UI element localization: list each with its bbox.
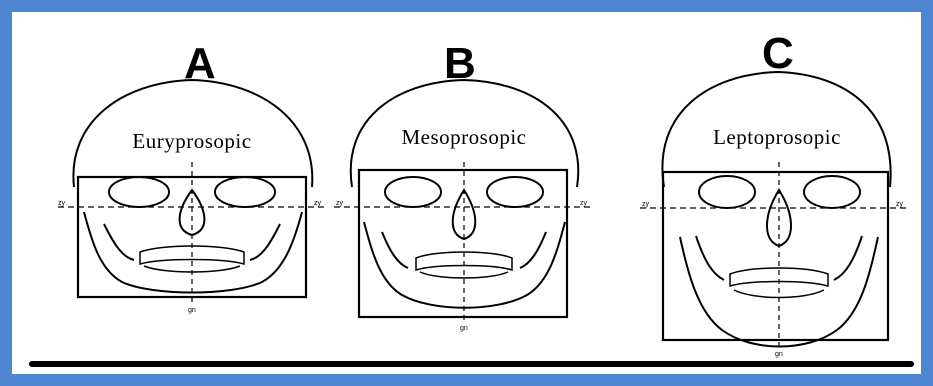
- right-orbit: [487, 177, 543, 207]
- gnathion-marker: gn: [460, 325, 468, 332]
- face-type-label: Euryprosopic: [132, 129, 251, 153]
- panel-a: A Euryprosopic zy zy gn: [58, 39, 324, 314]
- cheekbone-left: [382, 232, 408, 268]
- left-orbit: [385, 177, 441, 207]
- zygion-right-marker: zy: [314, 200, 322, 207]
- nasal-aperture: [453, 190, 476, 239]
- gnathion-marker: gn: [188, 307, 196, 314]
- panel-letter: C: [762, 29, 794, 78]
- facial-index-diagram: A Euryprosopic zy zy gn B: [12, 12, 921, 374]
- cheekbone-right: [520, 232, 546, 268]
- cheekbone-right: [834, 236, 862, 280]
- left-orbit: [699, 176, 755, 208]
- zygion-left-marker: zy: [58, 200, 66, 207]
- cheekbone-left: [104, 224, 134, 260]
- jaw-outline: [84, 212, 302, 293]
- zygion-right-marker: zy: [580, 200, 588, 207]
- zygion-left-marker: zy: [336, 200, 344, 207]
- zygion-right-marker: zy: [896, 201, 904, 208]
- panel-c: C Leptoprosopic zy zy gn: [640, 29, 908, 358]
- panel-b: B Mesoprosopic zy zy gn: [334, 39, 590, 332]
- face-type-label: Mesoprosopic: [402, 125, 527, 149]
- left-orbit: [109, 177, 169, 207]
- face-type-label: Leptoprosopic: [713, 125, 841, 149]
- cheekbone-left: [696, 236, 724, 280]
- right-orbit: [804, 176, 860, 208]
- right-orbit: [215, 177, 275, 207]
- cheekbone-right: [250, 224, 280, 260]
- zygion-left-marker: zy: [642, 201, 650, 208]
- gnathion-marker: gn: [775, 351, 783, 358]
